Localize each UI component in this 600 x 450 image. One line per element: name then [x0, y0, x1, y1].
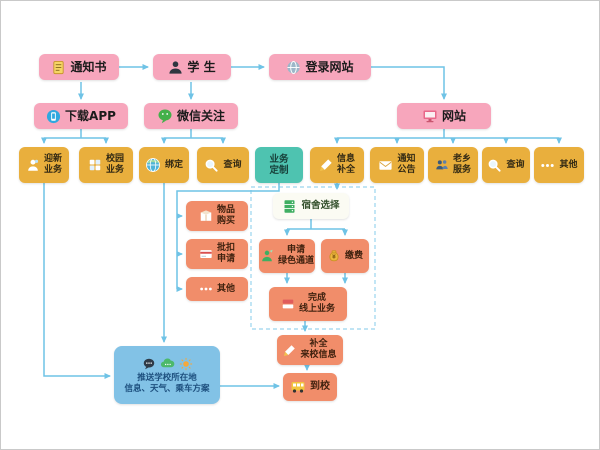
node-label: 宿舍选择: [301, 200, 340, 212]
panel-label: 推送学校所在地 信息、天气、乘车方案: [124, 373, 210, 394]
node-label: 信息 补全: [336, 154, 355, 175]
node-arrive-at-school: 到校: [283, 373, 337, 401]
node-student: 学 生: [153, 54, 231, 80]
node-label: 批扣 申请: [216, 243, 235, 264]
magnifier-icon: [204, 158, 219, 173]
ellipsis-icon: [199, 282, 213, 296]
card-icon: [199, 247, 213, 261]
node-wechat-follow: 微信关注: [144, 103, 238, 129]
monitor-icon: [422, 108, 438, 124]
node-goods-purchase: 物品 购买: [186, 201, 248, 231]
node-campus-business: 校园 业务: [79, 147, 133, 183]
wechat-icon: [157, 108, 173, 124]
node-label: 缴费: [344, 250, 363, 261]
node-label: 通知 公告: [397, 154, 416, 175]
node-query-web: 查询: [482, 147, 530, 183]
node-business-customization: 业务 定制: [255, 147, 303, 183]
node-label: 校园 业务: [105, 154, 124, 175]
node-label: 微信关注: [176, 108, 225, 123]
node-login-website: 登录网站: [269, 54, 371, 80]
panel-icons: [142, 356, 193, 371]
node-label: 下载APP: [65, 108, 116, 123]
pencil-icon: [283, 344, 296, 357]
bus-icon: [290, 379, 306, 395]
envelope-icon: [378, 158, 393, 173]
node-hometown-service: 老乡 服务: [428, 147, 478, 183]
node-notice-letter: 通知书: [39, 54, 119, 80]
node-label: 学 生: [187, 59, 216, 74]
ellipsis-icon: [540, 158, 555, 173]
node-label: 物品 购买: [216, 205, 235, 226]
package-icon: [199, 209, 213, 223]
node-label: 迎新 业务: [43, 154, 62, 175]
node-welcome-business: 迎新 业务: [19, 147, 69, 183]
node-label: 其他: [559, 159, 578, 170]
node-batch-deduction: 批扣 申请: [186, 239, 248, 269]
phone-app-icon: [46, 109, 61, 124]
node-bind: 绑定: [139, 147, 189, 183]
node-dorm-selection: 宿舍选择: [273, 193, 349, 219]
node-label: 补全 来校信息: [300, 339, 337, 360]
node-label: 查询: [506, 159, 525, 170]
node-arrival-info-completion: 补全 来校信息: [277, 335, 343, 365]
person-icon: [26, 158, 40, 172]
node-green-channel: 申请 绿色通道: [259, 239, 315, 273]
node-label: 完成 线上业务: [298, 293, 335, 314]
node-finish-online-business: 完成 线上业务: [269, 287, 347, 321]
node-info-completion: 信息 补全: [310, 147, 364, 183]
node-pay-fee: ¥ 缴费: [321, 239, 369, 273]
people-icon: [435, 158, 449, 172]
node-notice-board: 通知 公告: [370, 147, 424, 183]
node-label: 登录网站: [305, 59, 354, 74]
node-website: 网站: [397, 103, 491, 129]
pencil-icon: [319, 158, 333, 172]
document-icon: [51, 60, 66, 75]
node-label: 网站: [441, 108, 466, 123]
node-label: 查询: [223, 159, 242, 170]
grid-icon: [88, 158, 102, 172]
cloud-icon: [160, 356, 175, 371]
node-label: 通知书: [70, 59, 107, 74]
node-label: 绑定: [164, 159, 183, 170]
locker-icon: [282, 199, 297, 214]
push-info-panel: 推送学校所在地 信息、天气、乘车方案: [114, 346, 220, 404]
student-icon: [168, 60, 183, 75]
node-download-app: 下载APP: [34, 103, 128, 129]
node-other-web: 其他: [534, 147, 584, 183]
magnifier-icon: [487, 158, 502, 173]
svg-text:¥: ¥: [332, 255, 336, 261]
node-label: 其他: [216, 283, 235, 294]
node-label: 老乡 服务: [452, 154, 471, 175]
node-query-wechat: 查询: [197, 147, 249, 183]
node-label: 申请 绿色通道: [277, 245, 314, 266]
globe-icon: [286, 60, 301, 75]
sun-icon: [179, 357, 193, 371]
node-label: 业务 定制: [269, 153, 289, 176]
green-person-icon: [260, 249, 274, 263]
moneybag-icon: ¥: [327, 249, 341, 263]
chat-bubble-icon: [142, 357, 156, 371]
cards-icon: [281, 297, 295, 311]
node-label: 到校: [310, 381, 330, 393]
node-other-business: 其他: [186, 277, 248, 301]
globe-link-icon: [145, 157, 161, 173]
